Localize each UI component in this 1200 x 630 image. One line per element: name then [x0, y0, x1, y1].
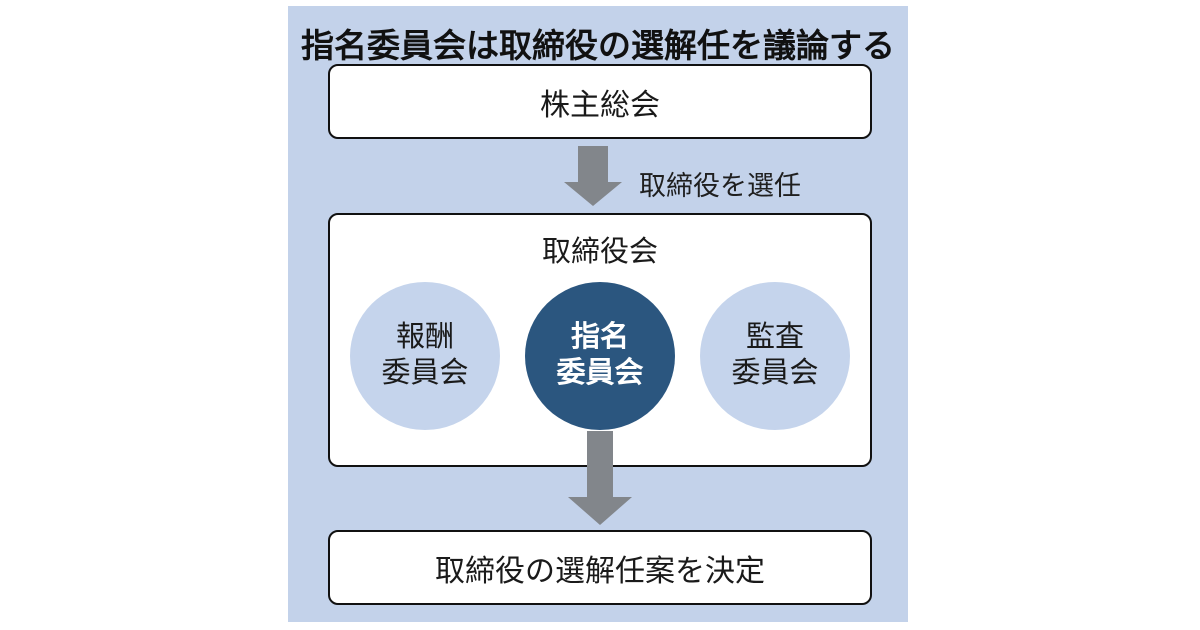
down-arrow-icon — [564, 146, 622, 206]
compensation-committee-circle: 報酬 委員会 — [350, 282, 500, 430]
audit-committee-label-line2: 委員会 — [731, 357, 819, 389]
appoint-directors-label: 取締役を選任 — [639, 171, 801, 201]
nomination-committee-label-line2: 委員会 — [556, 357, 644, 389]
shareholders-meeting-label: 株主総会 — [540, 88, 660, 122]
compensation-committee-label-line1: 報酬 — [395, 321, 454, 354]
decision-box: 取締役の選解任案を決定 — [328, 530, 872, 605]
down-arrow-icon — [568, 431, 632, 525]
diagram-title: 指名委員会は取締役の選解任を議論する — [301, 27, 895, 64]
nomination-committee-label-line1: 指名 — [570, 321, 629, 354]
audit-committee-circle: 監査 委員会 — [700, 282, 850, 430]
board-of-directors-title: 取締役会 — [541, 236, 658, 268]
nomination-committee-circle: 指名 委員会 — [525, 282, 675, 430]
compensation-committee-label-line2: 委員会 — [381, 357, 469, 389]
decision-label: 取締役の選解任案を決定 — [435, 554, 765, 588]
audit-committee-label-line1: 監査 — [745, 321, 804, 354]
shareholders-meeting-box: 株主総会 — [328, 64, 872, 139]
